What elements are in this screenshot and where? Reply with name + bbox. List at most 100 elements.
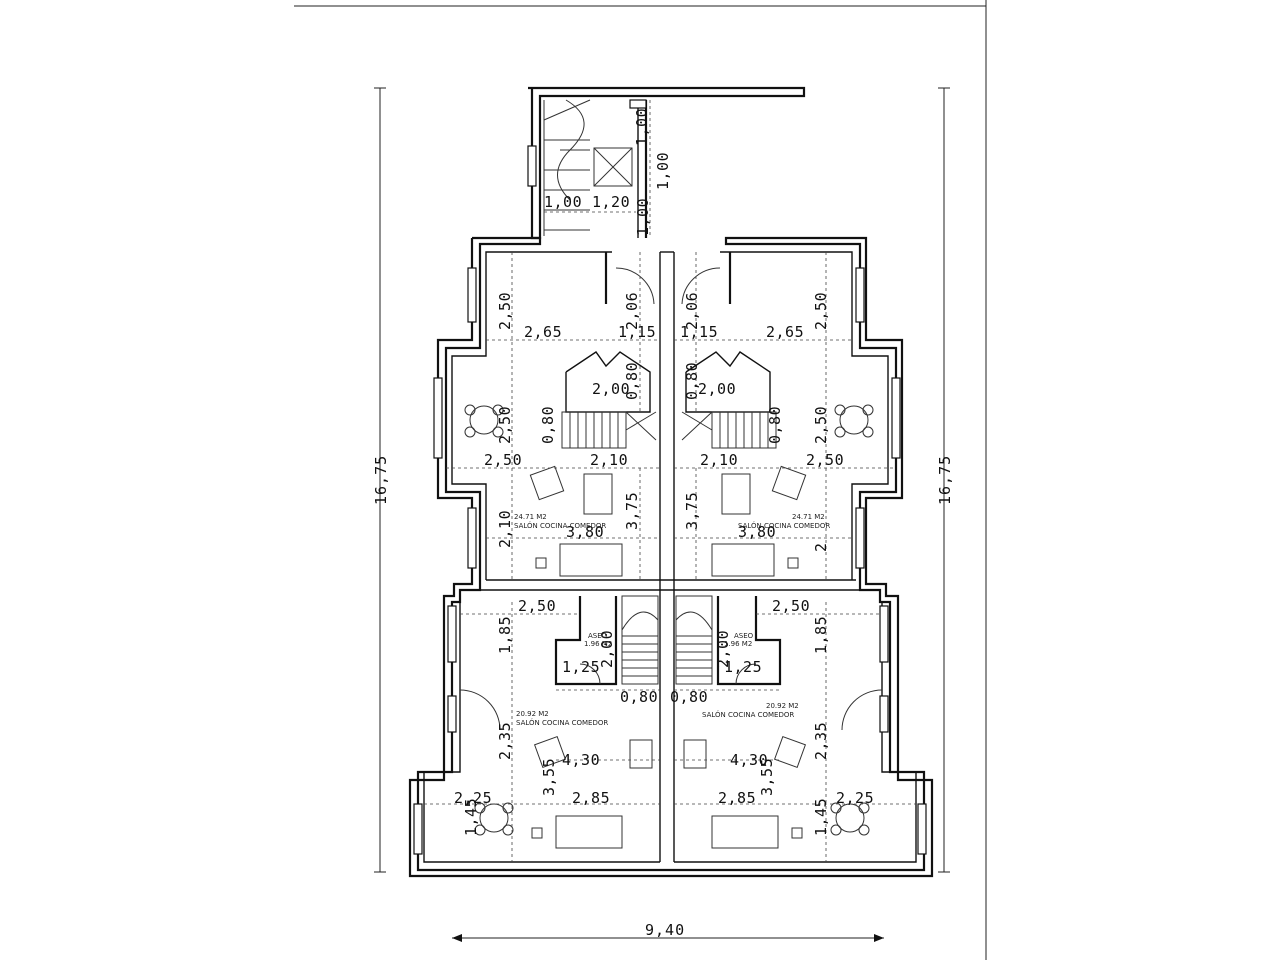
ll-aseo: ASEO xyxy=(588,632,608,640)
doors xyxy=(459,267,883,731)
ur-dim-0-80-b: 0,80 xyxy=(766,406,784,444)
lr-dim-1-25: 1,25 xyxy=(724,658,762,676)
stairs xyxy=(543,99,777,685)
upper-right-armchair xyxy=(771,465,807,501)
lr-dim-2-85: 2,85 xyxy=(718,789,756,807)
furniture xyxy=(464,404,874,849)
lower-right-entry-door xyxy=(841,689,883,731)
ur-dim-2-50-a: 2,50 xyxy=(812,292,830,330)
stair-dim-5: 1,20 xyxy=(592,193,630,211)
ll-room-name: SALÓN COCINA COMEDOR xyxy=(516,718,608,727)
ll-area: 20.92 M2 xyxy=(516,710,549,718)
lower-left-window-2 xyxy=(447,695,457,733)
ll-dim-0-80: 0,80 xyxy=(620,688,658,706)
ul-dim-2-06: 2,06 xyxy=(623,292,641,330)
upper-right-stair xyxy=(681,411,777,449)
tower-lift-shaft xyxy=(593,147,633,187)
upper-left-window-1 xyxy=(467,267,477,323)
stair-dim-1: 1,00 xyxy=(633,108,651,146)
ll-dim-2-25: 2,25 xyxy=(454,789,492,807)
ur-dim-3-80: 3,80 xyxy=(738,523,776,541)
ur-dim-1-15: 1,15 xyxy=(680,323,718,341)
upper-right-dining-table xyxy=(839,405,869,435)
lr-dim-2-50: 2,50 xyxy=(772,597,810,615)
upper-left-dining-table xyxy=(469,405,499,435)
ll-dim-1-25: 1,25 xyxy=(562,658,600,676)
ur-dim-2-65: 2,65 xyxy=(766,323,804,341)
ll-dim-3-55: 3,55 xyxy=(540,758,558,796)
lower-left-stair xyxy=(621,595,659,685)
ll-dim-2-35: 2,35 xyxy=(496,722,514,760)
ll-dim-1-45: 1,45 xyxy=(462,798,480,836)
upper-left-unit: 2,50 2,06 2,65 1,15 2,00 0,80 0,80 2,50 … xyxy=(484,292,656,548)
ur-dim-2-00: 2,00 xyxy=(698,380,736,398)
lower-left-unit: 2,50 1,85 2,00 1,25 0,80 2,35 4,30 3,55 … xyxy=(454,597,658,836)
upper-left-window-2 xyxy=(433,377,443,459)
upper-left-window-3 xyxy=(467,507,477,569)
ul-dim-2-50-c: 2,50 xyxy=(484,451,522,469)
upper-left-armchair xyxy=(529,465,565,501)
ul-dim-2-65: 2,65 xyxy=(524,323,562,341)
ur-dim-2-50-b: 2,50 xyxy=(812,406,830,444)
lower-left-entry-door xyxy=(459,689,501,731)
building-outline xyxy=(408,236,934,878)
ul-dim-3-75: 3,75 xyxy=(623,492,641,530)
lr-aseo: ASEO xyxy=(734,632,754,640)
upper-left-coffee-table xyxy=(583,473,613,515)
lower-right-armchair xyxy=(773,735,807,769)
lr-dim-2-00: 2,00 xyxy=(714,630,732,668)
lr-room-name: SALÓN COCINA COMEDOR xyxy=(702,710,794,719)
lower-right-stair xyxy=(675,595,713,685)
lower-right-window-1 xyxy=(879,605,889,663)
stair-window xyxy=(527,145,537,187)
lr-dim-2-35: 2,35 xyxy=(812,722,830,760)
lr-aseo-area: 1.96 M2 xyxy=(724,640,752,648)
lower-right-unit: 2,50 1,85 2,00 1,25 0,80 2,35 4,30 3,55 … xyxy=(670,597,874,836)
ul-dim-0-80-a: 0,80 xyxy=(623,362,641,400)
overall-height-left: 16,75 xyxy=(372,455,390,505)
lower-left-armchair xyxy=(533,735,567,769)
dimension-lines xyxy=(374,87,950,942)
lower-right-aseo-wall xyxy=(716,596,782,686)
lr-dim-2-25: 2,25 xyxy=(836,789,874,807)
upper-right-door-swing xyxy=(681,267,721,305)
tower-stair-curve xyxy=(557,99,585,201)
ul-area: 24.71 M2 xyxy=(514,513,547,521)
ll-dim-1-85: 1,85 xyxy=(496,616,514,654)
upper-right-stair-head xyxy=(685,351,771,413)
ur-dim-2-50-c: 2,50 xyxy=(806,451,844,469)
lr-dim-4-30: 4,30 xyxy=(730,751,768,769)
ul-dim-3-80: 3,80 xyxy=(566,523,604,541)
overall-height-right: 16,75 xyxy=(936,455,954,505)
ul-dim-2-10-b: 2,10 xyxy=(496,510,514,548)
upper-right-inner-wall xyxy=(720,251,889,580)
lr-dim-0-80: 0,80 xyxy=(670,688,708,706)
lr-dim-1-85: 1,85 xyxy=(812,616,830,654)
ur-area: 24.71 M2 xyxy=(792,513,825,521)
overall-width-bottom: 9,40 xyxy=(645,921,685,939)
upper-left-door-swing xyxy=(615,267,655,305)
lower-right-aseo-door xyxy=(735,663,757,685)
upper-right-window-3 xyxy=(855,507,865,569)
lower-left-window-1 xyxy=(447,605,457,663)
ll-aseo-area: 1.96 M2 xyxy=(584,640,612,648)
ur-dim-0-80-a: 0,80 xyxy=(683,362,701,400)
lower-left-aseo-door xyxy=(579,663,601,685)
ul-dim-2-50-a: 2,50 xyxy=(496,292,514,330)
ur-dim-3-75: 3,75 xyxy=(683,492,701,530)
upper-right-coffee-table xyxy=(721,473,751,515)
ur-room-name: SALÓN COCINA COMEDOR xyxy=(738,521,830,530)
lower-right-window-3 xyxy=(917,803,927,855)
upper-right-window-1 xyxy=(855,267,865,323)
ll-dim-2-85: 2,85 xyxy=(572,789,610,807)
upper-right-sofa xyxy=(711,543,775,577)
lower-left-window-3 xyxy=(413,803,423,855)
ll-dim-2-00: 2,00 xyxy=(598,630,616,668)
lower-left-aseo-wall xyxy=(554,596,618,686)
lr-dim-3-55: 3,55 xyxy=(758,758,776,796)
lower-right-sofa xyxy=(711,815,779,849)
tower-stair-treads xyxy=(543,99,591,236)
upper-right-window-2 xyxy=(891,377,901,459)
lr-area: 20.92 M2 xyxy=(766,702,799,710)
ll-dim-2-50: 2,50 xyxy=(518,597,556,615)
